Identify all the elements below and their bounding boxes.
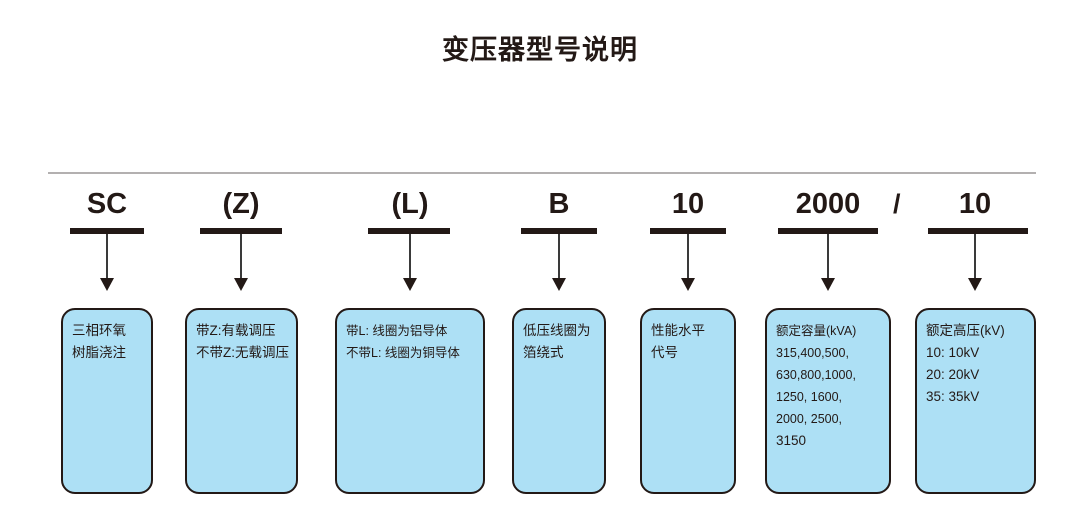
code-text: (Z): [222, 188, 260, 220]
header-divider: [48, 172, 1036, 174]
code-underline-7: [928, 228, 1028, 234]
code-text: SC: [86, 188, 128, 220]
code-label-5: 10: [618, 186, 758, 222]
description-box-6: 额定容量(kVA) 315,400,500, 630,800,1000, 1250, …: [765, 308, 891, 494]
arrow-head-icon-3: [403, 278, 417, 291]
code-label-1: SC: [37, 186, 177, 222]
description-box-1: 三相环氧树脂浇注: [61, 308, 153, 494]
description-line: 带L: 线圈为铝导体: [346, 324, 448, 338]
description-line: 3150: [776, 433, 807, 448]
arrow-line-6: [827, 234, 829, 282]
code-label-7: 10: [905, 186, 1045, 222]
description-line: 三相环氧: [72, 323, 126, 338]
arrow-line-4: [558, 234, 560, 282]
code-underline-4: [521, 228, 597, 234]
description-line: 1250, 1600,: [776, 390, 843, 404]
arrow-line-7: [974, 234, 976, 282]
code-underline-2: [200, 228, 282, 234]
arrow-head-icon-5: [681, 278, 695, 291]
description-box-5: 性能水平代号: [640, 308, 736, 494]
description-line: 35: 35kV: [926, 389, 980, 404]
code-label-4: B: [489, 186, 629, 222]
description-line: 不带L: 线圈为铜导体: [346, 346, 460, 360]
arrow-line-2: [240, 234, 242, 282]
description-line: 2000, 2500,: [776, 412, 843, 426]
description-box-7: 额定高压(kV) 10: 10kV 20: 20kV 35: 35kV: [915, 308, 1036, 494]
code-text: 10: [671, 188, 705, 220]
description-line: 额定容量(kVA): [776, 324, 857, 338]
description-line: 箔绕式: [523, 345, 564, 360]
code-label-2: (Z): [171, 186, 311, 222]
description-line: 性能水平: [651, 323, 705, 338]
arrow-head-icon-6: [821, 278, 835, 291]
description-line: 10: 10kV: [926, 345, 980, 360]
arrow-line-1: [106, 234, 108, 282]
description-line: 带Z:有载调压: [196, 323, 276, 338]
ratio-separator: /: [893, 189, 901, 219]
description-box-3: 带L: 线圈为铝导体不带L: 线圈为铜导体: [335, 308, 485, 494]
code-label-6: 2000: [758, 186, 898, 222]
arrow-head-icon-7: [968, 278, 982, 291]
arrow-head-icon-2: [234, 278, 248, 291]
description-box-2: 带Z:有载调压不带Z:无载调压: [185, 308, 298, 494]
arrow-line-5: [687, 234, 689, 282]
code-underline-1: [70, 228, 144, 234]
arrow-head-icon-1: [100, 278, 114, 291]
description-line: 代号: [651, 345, 678, 360]
description-line: 315,400,500,: [776, 346, 849, 360]
code-text: 10: [958, 188, 992, 220]
description-line: 树脂浇注: [72, 345, 126, 360]
code-text: B: [548, 188, 570, 220]
code-text: (L): [391, 188, 429, 220]
description-line: 630,800,1000,: [776, 368, 856, 382]
arrow-line-3: [409, 234, 411, 282]
code-underline-6: [778, 228, 878, 234]
description-line: 额定高压(kV): [926, 323, 1005, 338]
description-line: 低压线圈为: [523, 323, 591, 338]
description-box-4: 低压线圈为箔绕式: [512, 308, 606, 494]
description-line: 20: 20kV: [926, 367, 980, 382]
description-line: 不带Z:无载调压: [196, 345, 289, 360]
code-underline-3: [368, 228, 450, 234]
code-text: 2000: [795, 188, 861, 220]
code-label-3: (L): [340, 186, 480, 222]
arrow-head-icon-4: [552, 278, 566, 291]
page-title: 变压器型号说明: [442, 35, 638, 65]
code-underline-5: [650, 228, 726, 234]
